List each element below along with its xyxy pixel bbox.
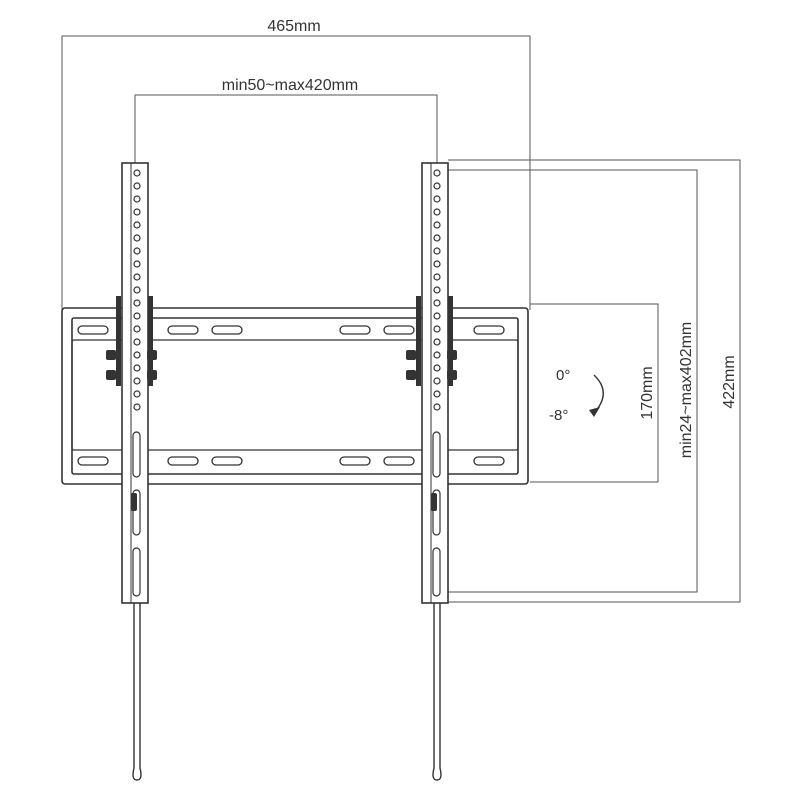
left-arm-slots [132, 431, 141, 597]
overall-height-label: 422mm [721, 355, 738, 408]
dimension-labels: 465mm min50~max420mm 170mm min24~max402m… [222, 18, 738, 458]
plate-height-dim-line [530, 303, 659, 483]
vesa-horizontal-dim-line [134, 94, 438, 165]
plate-height-label: 170mm [639, 366, 656, 419]
left-arm-holes [133, 169, 141, 411]
tilt-arrowhead-icon [589, 407, 600, 417]
vesa-vertical-label: min24~max402mm [678, 322, 695, 459]
left-arm-screw [131, 493, 137, 511]
wall-plate-outer [61, 307, 529, 485]
tilt-arrow-icon [593, 374, 604, 413]
wall-plate-window [71, 339, 519, 451]
vesa-horizontal-label: min50~max420mm [222, 77, 359, 94]
right-arm [406, 162, 457, 604]
left-arm [106, 162, 157, 604]
overall-height-dim-line [448, 159, 741, 603]
right-pull-cord [432, 603, 442, 781]
vesa-vertical-dim-line [445, 169, 698, 593]
wall-plate [61, 307, 529, 485]
left-pull-cord [132, 603, 142, 781]
tilt-indicator: 0° -8° [549, 367, 604, 424]
left-arm-hardware [106, 296, 157, 386]
right-arm-hardware [406, 296, 457, 386]
pull-cords [132, 603, 442, 781]
right-arm-holes [433, 169, 441, 411]
top-slots [77, 325, 505, 335]
tilt-bottom-label: -8° [549, 407, 568, 424]
overall-width-label: 465mm [267, 18, 320, 35]
tilt-top-label: 0° [556, 367, 570, 384]
bottom-slots [77, 456, 505, 466]
overall-width-dim-line [61, 35, 531, 310]
right-arm-screw [431, 493, 437, 511]
right-arm-slots [432, 431, 441, 597]
dimension-lines [61, 35, 741, 603]
